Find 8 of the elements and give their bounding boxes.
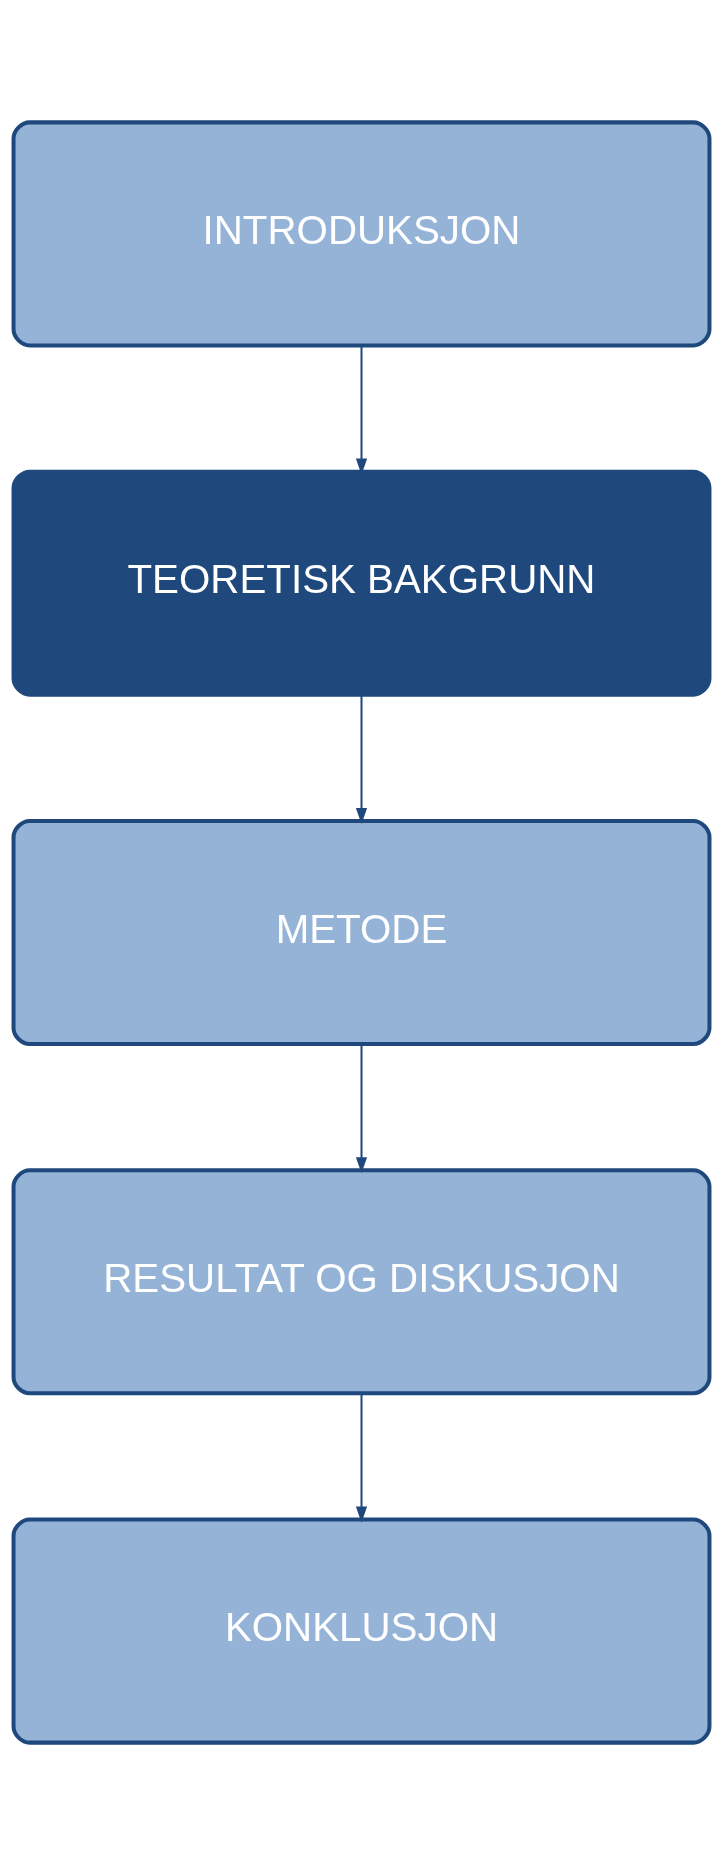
node-box: RESULTAT OG DISKUSJON	[11, 1167, 712, 1395]
arrow	[355, 1043, 368, 1173]
node-box: TEORETISK BAKGRUNN	[11, 469, 712, 697]
node-box: INTRODUKSJON	[11, 119, 712, 347]
node-box: KONKLUSJON	[11, 1517, 712, 1745]
arrow	[355, 694, 368, 824]
node-box: METODE	[11, 818, 712, 1046]
arrow	[355, 1393, 368, 1523]
